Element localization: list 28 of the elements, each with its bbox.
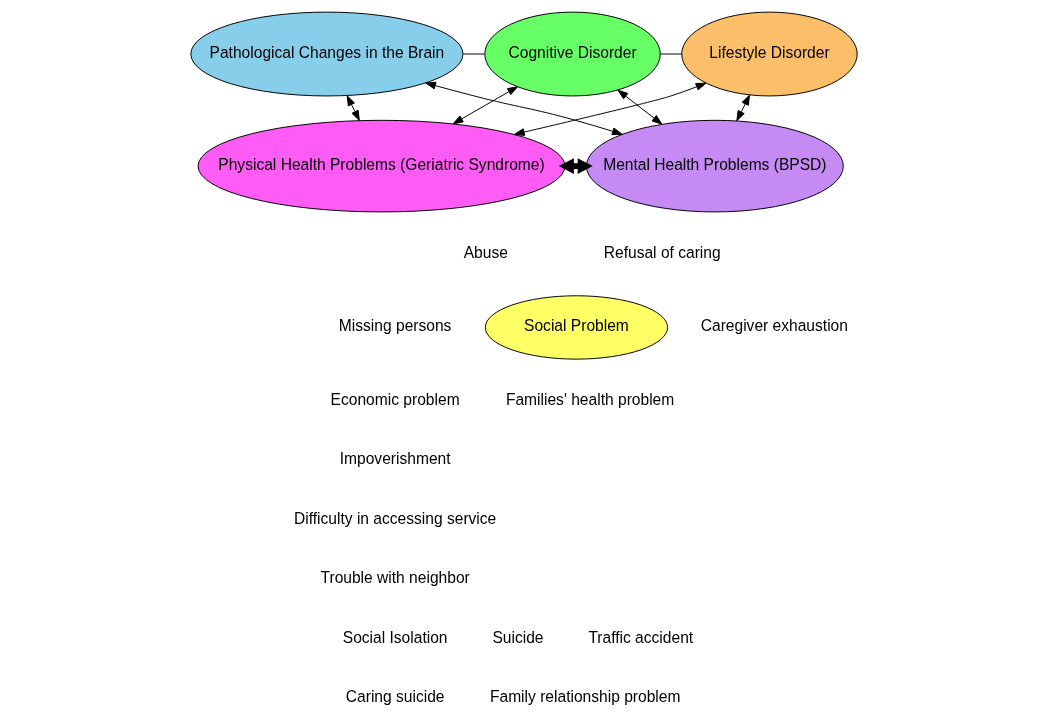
node-ellipse: Mental Health Problems (BPSD) xyxy=(585,119,844,213)
label: Refusal of caring xyxy=(603,243,721,261)
label: Difficulty in accessing service xyxy=(293,509,497,527)
label: Caring suicide xyxy=(345,688,445,706)
node-ellipse: Pathological Changes in the Brain xyxy=(190,11,464,97)
connector xyxy=(660,53,682,55)
arrow xyxy=(513,82,707,136)
label: Impoverishment xyxy=(339,450,451,468)
arrow xyxy=(452,86,519,125)
node-ellipse: Social Problem xyxy=(484,295,669,360)
arrow xyxy=(617,89,663,125)
label: Trouble with neighbor xyxy=(320,569,470,587)
label: Family relationship problem xyxy=(489,688,681,706)
label: Caregiver exhaustion xyxy=(700,317,848,335)
arrow xyxy=(736,94,751,122)
label: Economic problem xyxy=(330,390,460,408)
label: Social Isolation xyxy=(342,628,448,646)
arrow xyxy=(346,95,360,121)
node-ellipse: Physical Health Problems (Geriatric Syndrome) xyxy=(197,119,566,213)
connector xyxy=(462,53,485,55)
arrow xyxy=(558,158,593,175)
label: Suicide xyxy=(492,628,544,646)
arrow xyxy=(425,81,623,136)
label: Traffic accident xyxy=(588,628,694,646)
label: Missing persons xyxy=(338,317,452,335)
label: Families' health problem xyxy=(505,390,675,408)
node-ellipse: Lifestyle Disorder xyxy=(681,11,858,97)
label: Abuse xyxy=(463,243,508,261)
